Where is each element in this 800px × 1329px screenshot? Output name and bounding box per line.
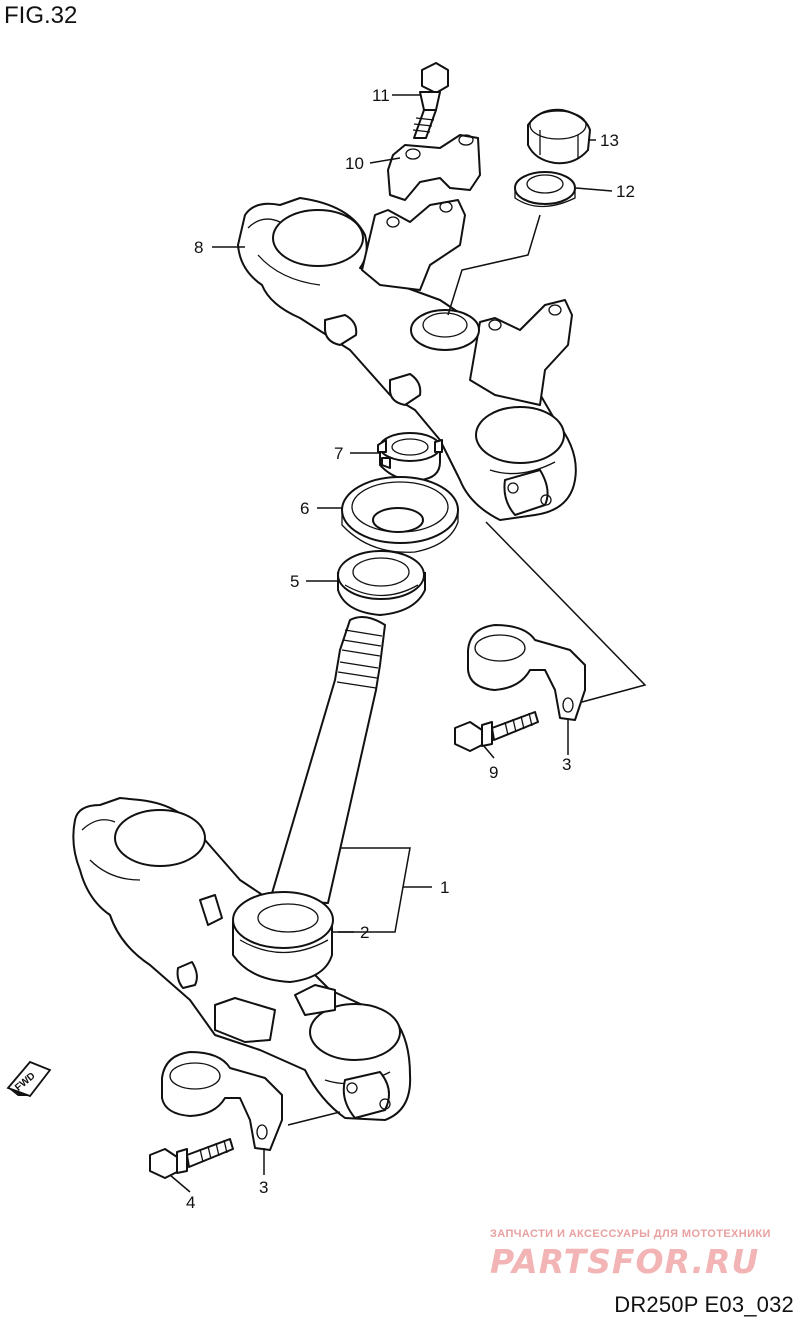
callout-4: 4 xyxy=(186,1193,195,1212)
callout-9: 9 xyxy=(489,763,498,782)
callout-8: 8 xyxy=(194,238,203,257)
callout-2: 2 xyxy=(360,923,369,942)
cap-nut[interactable] xyxy=(527,108,591,165)
diagram-code: DR250P E03_032 xyxy=(614,1292,794,1317)
callout-3-upper: 3 xyxy=(562,755,571,774)
callout-13: 13 xyxy=(600,131,619,150)
watermark-subtitle: ЗАПЧАСТИ И АКСЕССУАРЫ ДЛЯ МОТОТЕХНИКИ xyxy=(490,1228,771,1240)
stem-lock-nut[interactable] xyxy=(377,432,443,482)
callout-3-lower: 3 xyxy=(259,1178,268,1197)
steering-stem-lower-bracket[interactable] xyxy=(72,615,412,1121)
holder-bolt[interactable] xyxy=(412,62,449,139)
figure-title: FIG.32 xyxy=(4,2,78,29)
stem-washer[interactable] xyxy=(514,171,576,208)
callout-12: 12 xyxy=(616,182,635,201)
callout-10: 10 xyxy=(345,154,364,173)
guide-bolt-lower[interactable] xyxy=(149,1138,234,1179)
fwd-direction-badge: FWD xyxy=(6,1060,52,1098)
steering-bearing[interactable] xyxy=(337,550,426,616)
cable-guide-upper[interactable] xyxy=(467,624,586,721)
cable-guide-lower[interactable] xyxy=(161,1051,283,1151)
watermark-logo: PARTSFOR.RU xyxy=(490,1242,760,1281)
callout-5: 5 xyxy=(290,572,299,591)
leader-lines xyxy=(169,94,647,1193)
handlebar-holder[interactable] xyxy=(387,134,481,201)
dust-seal[interactable] xyxy=(341,476,459,553)
guide-bolt-upper[interactable] xyxy=(454,711,539,752)
callout-11: 11 xyxy=(372,86,390,105)
callout-6: 6 xyxy=(300,499,309,518)
upper-bracket[interactable] xyxy=(237,197,577,521)
callout-labels: 1 2 3 3 4 5 6 7 8 9 10 11 12 13 xyxy=(186,86,635,1212)
callout-1: 1 xyxy=(440,878,449,897)
lower-bearing[interactable] xyxy=(232,891,334,983)
callout-7: 7 xyxy=(334,444,343,463)
